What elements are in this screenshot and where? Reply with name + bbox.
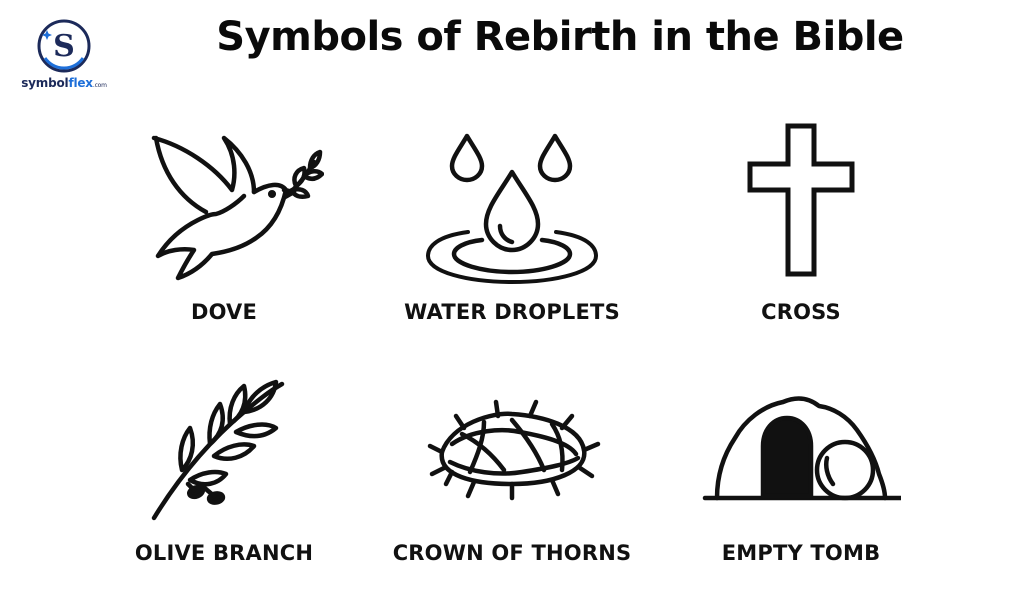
brand-logo[interactable]: S symbolflex.com — [14, 18, 114, 98]
symbol-card-water-droplets: WATER DROPLETS — [362, 116, 662, 346]
symbol-label: DOVE — [190, 300, 258, 324]
symbol-label: OLIVE BRANCH — [134, 541, 314, 565]
symbol-card-dove: DOVE — [74, 116, 374, 346]
logo-letter: S — [53, 29, 75, 64]
symbol-label: EMPTY TOMB — [721, 541, 881, 565]
cross-icon — [701, 116, 901, 286]
olive-branch-icon — [124, 372, 324, 542]
brand-name: symbolflex.com — [14, 76, 114, 90]
brand-name-suffix: .com — [92, 82, 107, 89]
empty-tomb-icon — [701, 372, 901, 542]
symbol-label: CROWN OF THORNS — [392, 541, 632, 565]
symbol-label: CROSS — [761, 300, 841, 324]
symbol-card-empty-tomb: EMPTY TOMB — [651, 372, 951, 602]
crown-of-thorns-icon — [412, 372, 612, 542]
symbolflex-logo-icon: S — [36, 18, 92, 74]
brand-name-part1: symbol — [21, 76, 69, 90]
symbol-card-olive-branch: OLIVE BRANCH — [74, 372, 374, 602]
water-droplets-icon — [412, 116, 612, 286]
symbol-label: WATER DROPLETS — [404, 300, 620, 324]
brand-name-part2: flex — [68, 76, 93, 90]
dove-icon — [124, 116, 324, 286]
page-title: Symbols of Rebirth in the Bible — [216, 14, 904, 60]
symbol-card-cross: CROSS — [651, 116, 951, 346]
symbol-card-crown-of-thorns: CROWN OF THORNS — [362, 372, 662, 602]
